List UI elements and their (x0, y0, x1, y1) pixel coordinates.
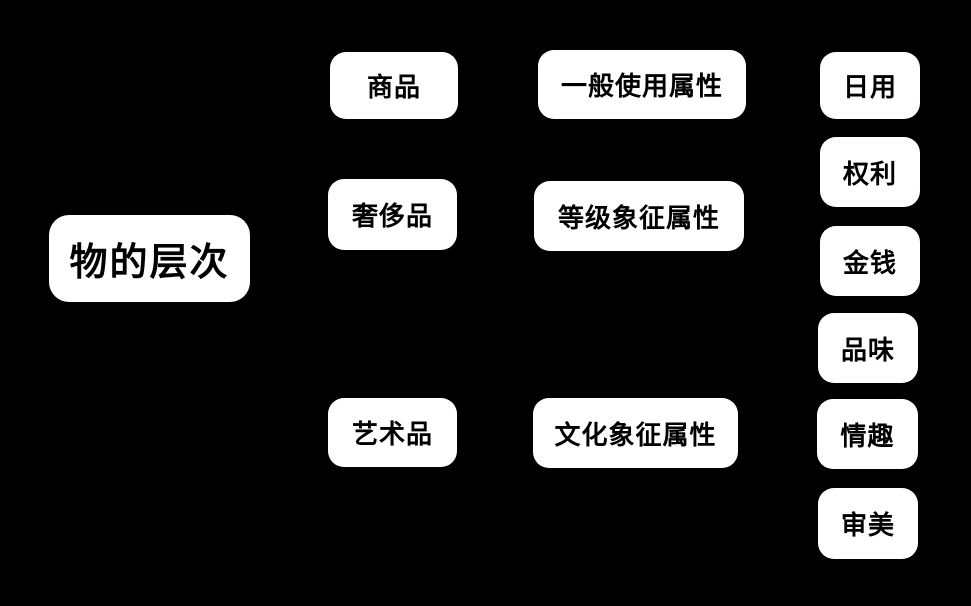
node-general-use-attribute: 一般使用属性 (538, 50, 746, 119)
node-luxury-goods: 奢侈品 (328, 179, 457, 250)
node-object-levels-root: 物的层次 (49, 215, 250, 302)
node-artwork: 艺术品 (328, 398, 457, 467)
node-taste: 品味 (818, 313, 918, 383)
node-commodity: 商品 (330, 52, 458, 119)
node-status-symbol-attribute: 等级象征属性 (534, 181, 744, 251)
node-power: 权利 (820, 137, 920, 207)
node-daily-use: 日用 (820, 52, 920, 119)
node-cultural-symbol-attribute: 文化象征属性 (533, 398, 738, 468)
node-money: 金钱 (820, 226, 920, 296)
node-delight: 情趣 (817, 399, 918, 469)
node-aesthetics: 审美 (818, 488, 918, 559)
